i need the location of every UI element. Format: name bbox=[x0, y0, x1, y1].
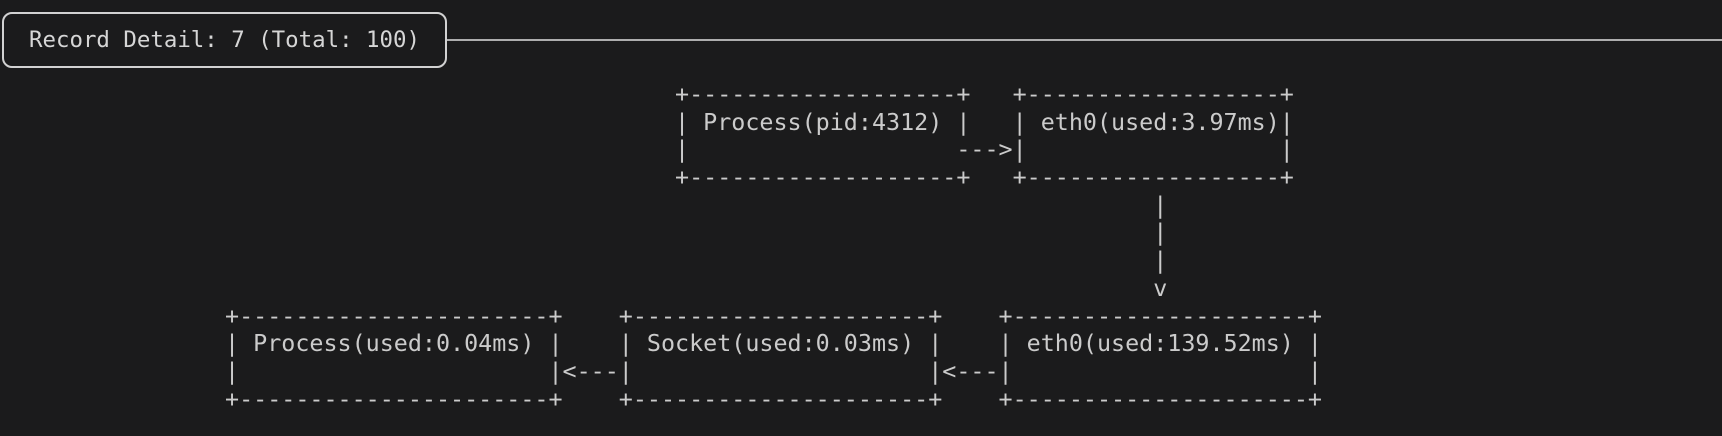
diagram-line-3: +-------------------+ +-----------------… bbox=[0, 163, 1294, 192]
diagram-line-4: | bbox=[0, 190, 1168, 219]
diagram-line-11: +----------------------+ +--------------… bbox=[0, 384, 1322, 413]
diagram-line-5: | bbox=[0, 218, 1168, 247]
diagram-line-7: v bbox=[0, 273, 1168, 302]
diagram-line-6: | bbox=[0, 246, 1168, 275]
diagram-line-10: | |<---| |<---| | bbox=[0, 356, 1322, 385]
diagram-line-2: | --->| | bbox=[0, 135, 1294, 164]
diagram-line-9: | Process(used:0.04ms) | | Socket(used:0… bbox=[0, 329, 1322, 358]
diagram-line-0: +-------------------+ +-----------------… bbox=[0, 80, 1294, 108]
diagram-line-8: +----------------------+ +--------------… bbox=[0, 301, 1322, 330]
record-detail-title-box: Record Detail: 7 (Total: 100) bbox=[2, 12, 447, 68]
flow-diagram: +-------------------+ +-----------------… bbox=[0, 80, 1322, 413]
record-detail-title: Record Detail: 7 (Total: 100) bbox=[29, 27, 420, 53]
diagram-line-1: | Process(pid:4312) | | eth0(used:3.97ms… bbox=[0, 107, 1294, 136]
panel-top-border bbox=[445, 39, 1722, 41]
